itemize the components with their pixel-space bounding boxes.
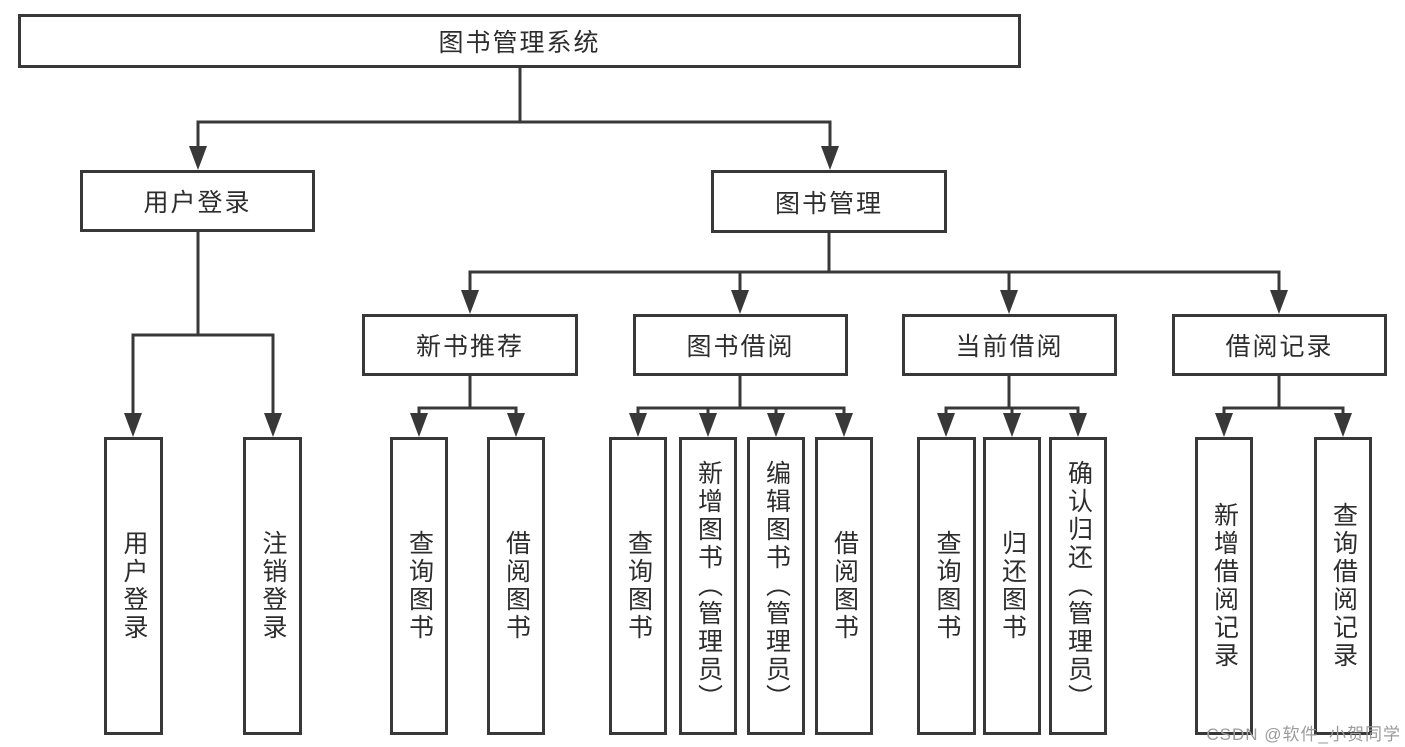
node-book-management: 图书管理 — [711, 170, 947, 233]
leaf-label: 查询借阅记录 — [1329, 502, 1358, 670]
node-new-book-recommendation: 新书推荐 — [362, 314, 578, 376]
node-label: 借阅记录 — [1225, 333, 1334, 361]
leaf-logout-login: 注销登录 — [243, 437, 302, 735]
leaf-borrow-books-borrowing: 借阅图书 — [815, 437, 873, 735]
leaf-label: 编辑图书（管理员） — [762, 460, 791, 712]
leaf-query-borrow-record: 查询借阅记录 — [1314, 437, 1372, 735]
node-label: 图书管理系统 — [438, 29, 601, 57]
leaf-label: 查询图书 — [405, 530, 434, 642]
leaf-add-borrow-record: 新增借阅记录 — [1195, 437, 1253, 735]
leaf-label: 查询图书 — [933, 530, 961, 642]
leaf-edit-books-admin: 编辑图书（管理员） — [747, 437, 805, 735]
leaf-return-books: 归还图书 — [983, 437, 1041, 735]
node-borrowing-records: 借阅记录 — [1172, 314, 1387, 376]
leaf-label: 借阅图书 — [830, 530, 859, 642]
node-label: 当前借阅 — [955, 333, 1064, 361]
leaf-label: 新增图书（管理员） — [694, 460, 723, 712]
leaf-label: 注销登录 — [259, 530, 287, 642]
node-user-login: 用户登录 — [80, 170, 315, 232]
node-label: 图书借阅 — [686, 333, 795, 361]
node-label: 用户登录 — [143, 189, 252, 217]
leaf-label: 查询图书 — [624, 530, 653, 642]
leaf-label: 新增借阅记录 — [1210, 502, 1239, 670]
leaf-borrow-books-recommend: 借阅图书 — [487, 437, 545, 735]
leaf-label: 借阅图书 — [502, 530, 531, 642]
leaf-query-books-recommend: 查询图书 — [390, 437, 448, 735]
watermark-text: CSDN @软件_小贺同学 — [1206, 725, 1401, 744]
node-label: 新书推荐 — [415, 333, 524, 361]
leaf-add-books-admin: 新增图书（管理员） — [679, 437, 737, 735]
node-library-management-system: 图书管理系统 — [18, 14, 1021, 68]
leaf-confirm-return-admin: 确认归还（管理员） — [1049, 437, 1107, 735]
node-label: 图书管理 — [774, 189, 883, 218]
leaf-query-books-borrowing: 查询图书 — [609, 437, 667, 735]
node-book-borrowing: 图书借阅 — [633, 314, 848, 376]
node-current-borrowing: 当前借阅 — [902, 314, 1117, 376]
leaf-label: 用户登录 — [120, 530, 148, 642]
arrowhead-icons — [124, 146, 1352, 437]
leaf-label: 归还图书 — [998, 530, 1027, 642]
leaf-query-books-current: 查询图书 — [917, 437, 976, 735]
leaf-user-login: 用户登录 — [104, 437, 163, 735]
leaf-label: 确认归还（管理员） — [1064, 460, 1093, 712]
